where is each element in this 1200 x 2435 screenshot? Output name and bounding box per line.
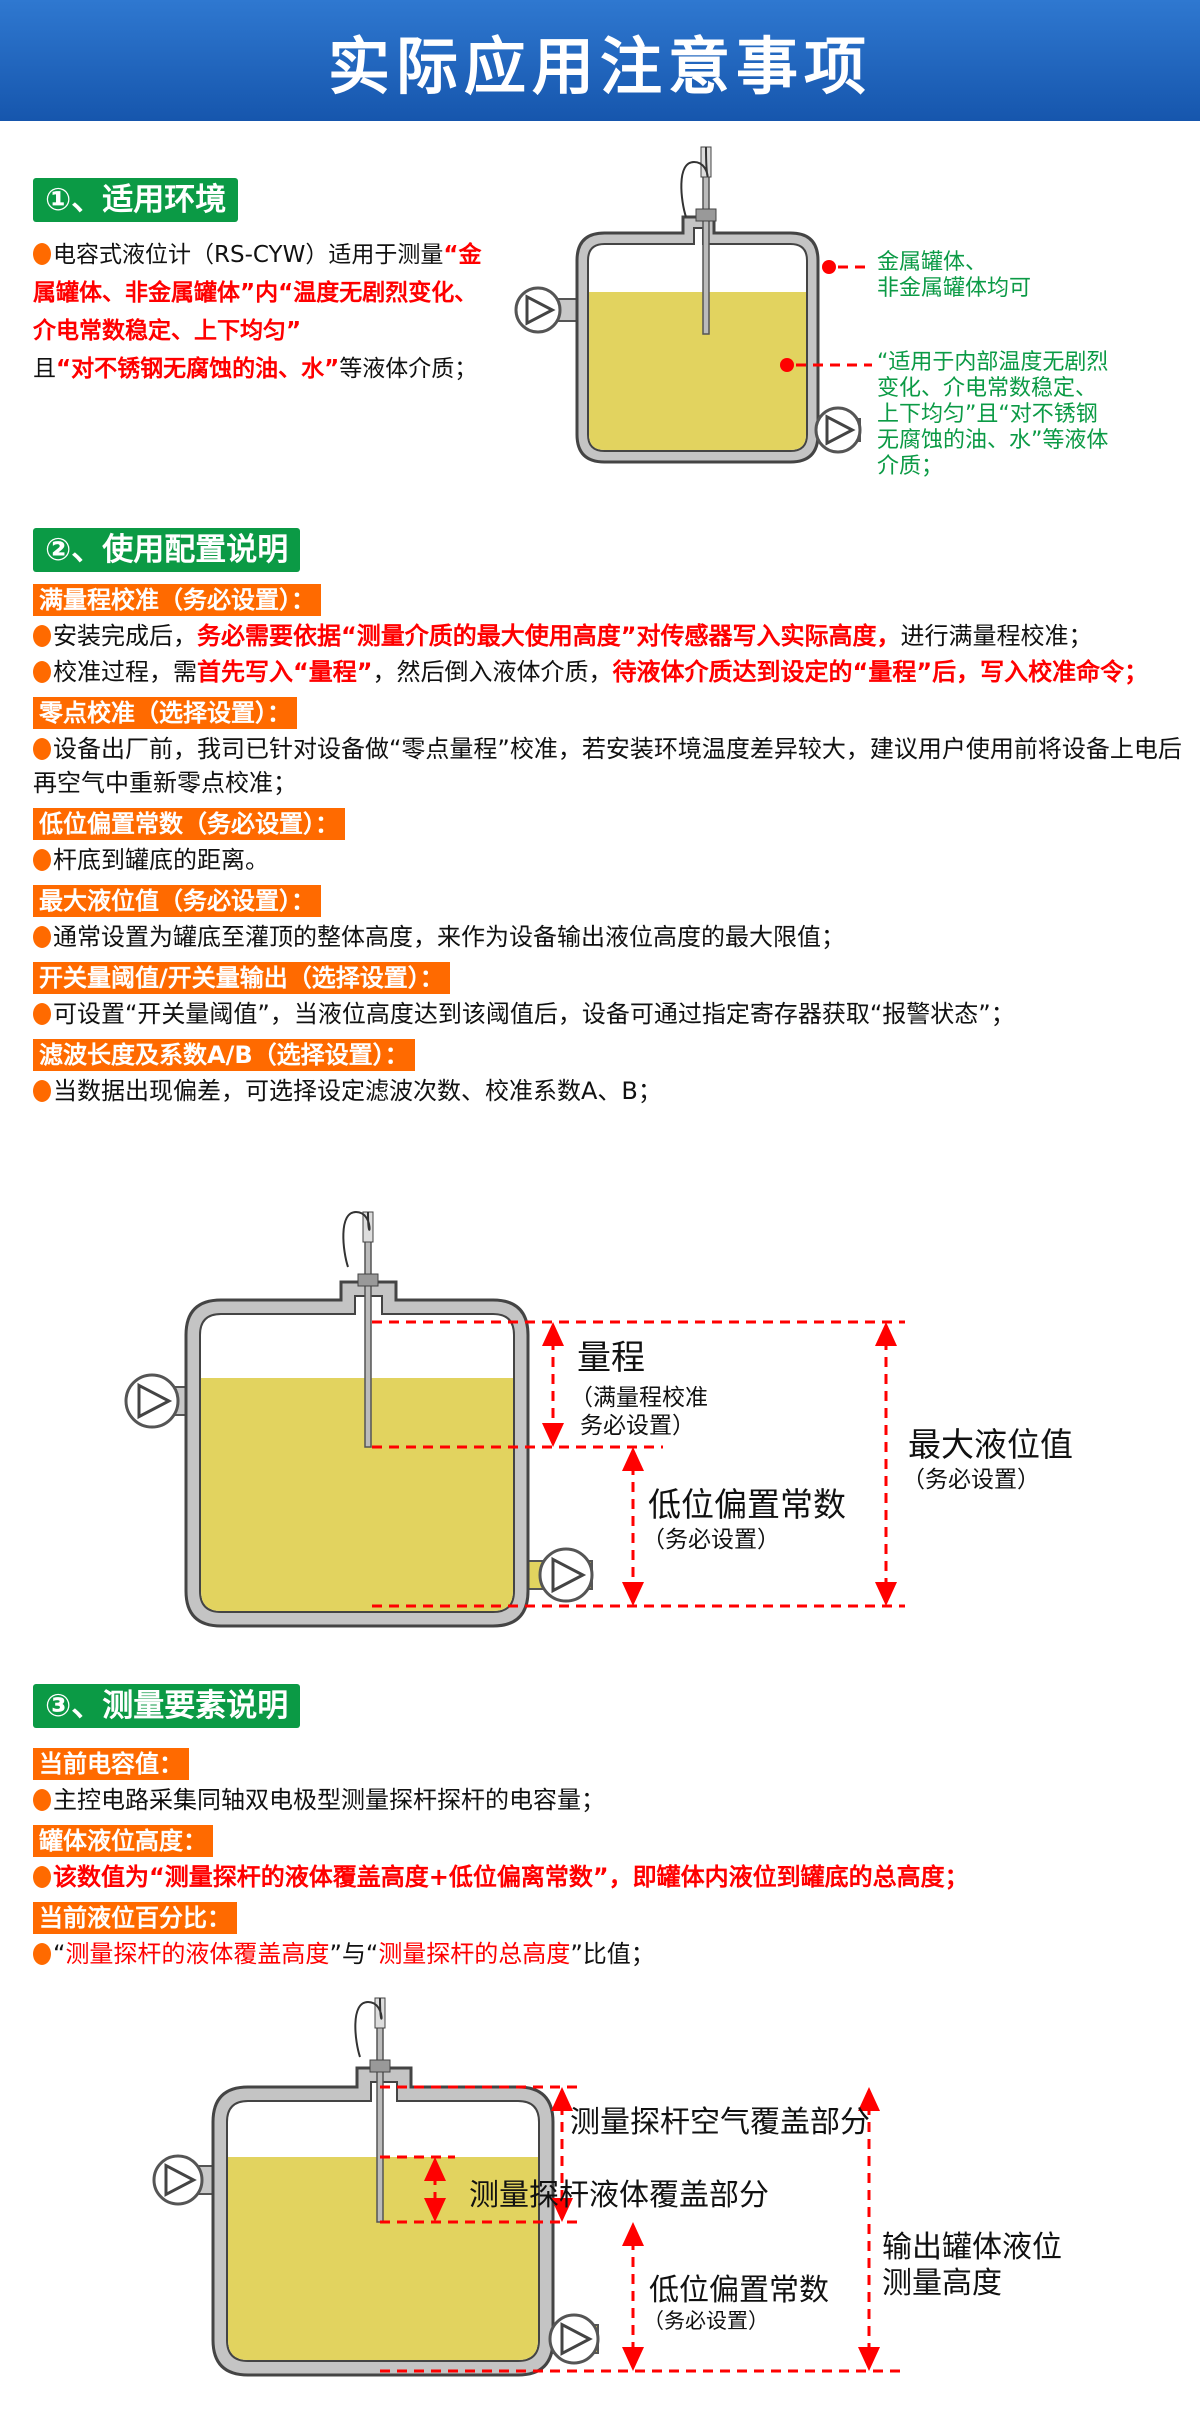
d2-outlet-pump [538,1547,594,1603]
bullet-icon [33,625,51,647]
note-medium: “适用于内部温度无剧烈变化、介电常数稳定、上下均匀”且“对不锈钢无腐蚀的油、水”… [877,350,1109,479]
bullet-icon [33,243,51,265]
red-dot-icon [822,260,836,274]
bullet-icon [33,1789,51,1811]
label-range-sub2: 务必设置） [580,1413,695,1439]
tag-tank-level: 罐体液位高度： [33,1825,213,1857]
d3-inlet-pump [152,2154,204,2206]
bullet-icon [33,661,51,683]
highlight: 待液体介质达到设定的“量程”后，写入校准命令； [612,658,1149,686]
section-1-title: ①、适用环境 [33,178,239,222]
bullet-icon [33,926,51,948]
range-arrow [542,1322,564,1447]
output-arrow [858,2087,880,2371]
label-offset-sub: （务必设置） [642,1527,780,1553]
text: 设备出厂前，我司已针对设备做“零点量程”校准，若安装环境温度差异较大，建议用户使… [33,735,1182,797]
label-max-level: 最大液位值 [908,1425,1073,1464]
label-offset-sub: （务必设置） [643,2309,769,2333]
d2-probe [342,1210,379,1448]
label-liquid-part: 测量探杆液体覆盖部分 [469,2178,769,2213]
section-3-body: 当前电容值： 主控电路采集同轴双电极型测量探杆探杆的电容量； 罐体液位高度： 该… [33,1742,1183,1973]
page-title: 实际应用注意事项 [327,29,872,103]
d3-liquid [228,2157,538,2360]
tag-capacitance: 当前电容值： [33,1748,189,1780]
bullet-icon [33,849,51,871]
d1-outlet-pump [814,406,862,454]
text: 安装完成后， [53,622,197,650]
tag-offset: 低位偏置常数（务必设置）： [33,808,345,840]
text: ”与“ [329,1940,379,1968]
section-3-title: ③、测量要素说明 [33,1684,301,1728]
note-tank-material: 金属罐体、 非金属罐体均可 [877,250,1032,301]
tag-max-level: 最大液位值（务必设置）： [33,885,321,917]
text: 杆底到罐底的距离。 [53,846,269,874]
text: 当数据出现偏差，可选择设定滤波次数、校准系数A、B； [53,1077,662,1105]
highlight: 测量探杆的总高度 [378,1940,571,1968]
label-range: 量程 [577,1338,645,1378]
text: 可设置“开关量阈值”，当液位高度达到该阈值后，设备可通过指定寄存器获取“报警状态… [53,1000,1015,1028]
section-2-title: ②、使用配置说明 [33,528,301,572]
bullet-icon [33,738,51,760]
bullet-icon [33,1080,51,1102]
text: 校准过程，需 [53,658,197,686]
highlight: 务必需要依据“测量介质的最大使用高度”对传感器写入实际高度， [197,622,901,650]
text: ”比值； [570,1940,655,1968]
label-max-level-sub: （务必设置） [902,1467,1040,1493]
highlight: 测量探杆的液体覆盖高度 [65,1940,330,1968]
d3-outlet-pump [548,2313,600,2365]
liquid-arrow [424,2157,446,2222]
tag-switch: 开关量阈值/开关量输出（选择设置）： [33,962,450,994]
tag-zero: 零点校准（选择设置）： [33,697,297,729]
text: 等液体介质； [339,356,478,382]
text: 进行满量程校准； [900,622,1093,650]
label-offset: 低位偏置常数 [648,1485,846,1524]
label-output-2: 测量高度 [882,2266,1002,2301]
text: 主控电路采集同轴双电极型测量探杆探杆的电容量； [53,1786,605,1814]
highlight: 该数值为“测量探杆的液体覆盖高度+低位偏离常数”，即罐体内液位到罐底的总高度； [53,1863,969,1891]
d1-liquid [589,292,806,450]
text: ，然后倒入液体介质， [372,658,613,686]
label-range-sub1: （满量程校准 [570,1385,708,1411]
tag-filter: 滤波长度及系数A/B（选择设置）： [33,1039,415,1071]
section-1-text: 电容式液位计（RS-CYW）适用于测量“金属罐体、非金属罐体”内“温度无剧烈变化… [33,236,488,388]
d2-liquid [201,1378,513,1611]
bullet-icon [33,1943,51,1965]
bullet-icon [33,1003,51,1025]
d2-inlet-pump [124,1373,180,1429]
highlight: “金属罐体、非金属罐体”内“温度无剧烈变化、介电常数稳定、上下均匀” [33,242,482,344]
tag-full-scale: 满量程校准（务必设置）： [33,584,321,616]
highlight: “对不锈钢无腐蚀的油、水” [56,356,340,382]
label-offset: 低位偏置常数 [649,2273,829,2308]
text: 且 [33,356,56,382]
label-air-part: 测量探杆空气覆盖部分 [570,2105,870,2140]
offset-arrow [622,1447,644,1606]
bullet-icon [33,1866,51,1888]
label-output-1: 输出罐体液位 [882,2230,1062,2265]
red-dot-icon [780,358,794,372]
text: 通常设置为罐底至灌顶的整体高度，来作为设备输出液位高度的最大限值； [53,923,845,951]
air-arrow [551,2087,573,2222]
max-level-arrow [875,1322,897,1606]
tag-percent: 当前液位百分比： [33,1902,237,1934]
section-2-body: 满量程校准（务必设置）： 安装完成后，务必需要依据“测量介质的最大使用高度”对传… [33,578,1183,1110]
text: “ [53,1940,66,1968]
page-header: 实际应用注意事项 [0,0,1200,121]
d1-probe [680,146,717,335]
text: 电容式液位计（RS-CYW）适用于测量 [53,242,444,268]
highlight: 首先写入“量程” [197,658,373,686]
offset-arrow [622,2222,644,2371]
d1-inlet-pump [514,286,562,334]
